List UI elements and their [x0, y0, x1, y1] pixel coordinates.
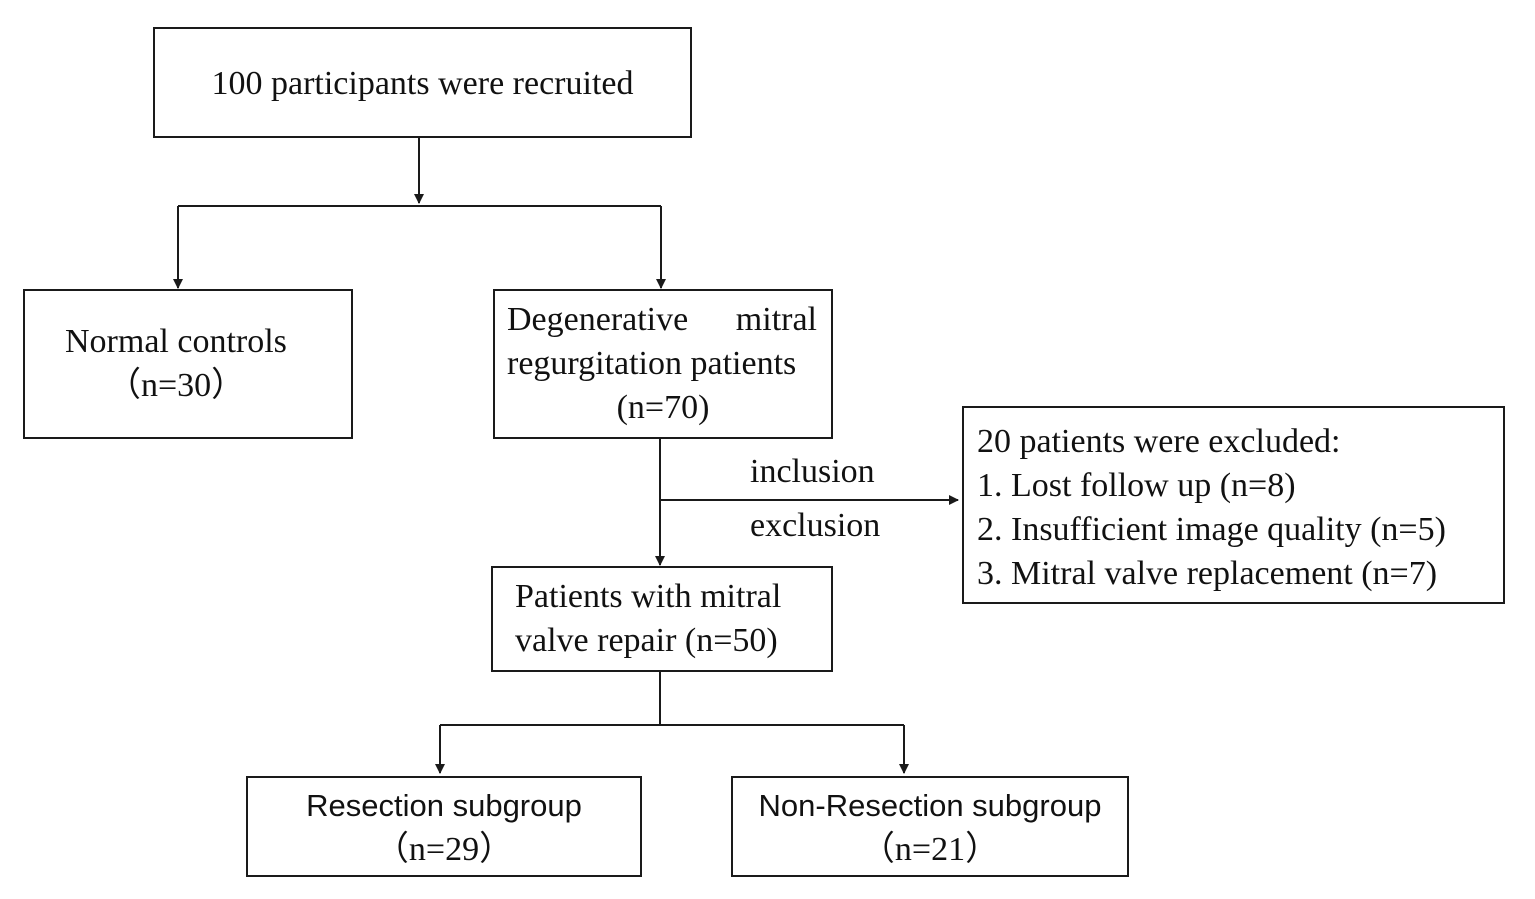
normal-controls-box: Normal controls （n=30）	[23, 289, 353, 439]
normal-controls-count: （n=30）	[107, 367, 246, 404]
recruited-text: 100 participants were recruited	[211, 65, 634, 102]
dmr-label-line2: regurgitation patients	[507, 345, 797, 382]
recruited-box: 100 participants were recruited	[153, 27, 692, 138]
normal-controls-label: Normal controls	[65, 323, 287, 360]
excluded-box: 20 patients were excluded: 1. Lost follo…	[962, 406, 1505, 604]
mitral-repair-line1: Patients with mitral	[515, 578, 782, 615]
excluded-item-2: 2. Insufficient image quality (n=5)	[977, 511, 1446, 548]
dmr-label-word-mitral: mitral	[735, 301, 817, 338]
resection-subgroup-label: Resection subgroup	[306, 788, 582, 823]
inclusion-label: inclusion	[750, 453, 875, 490]
mitral-repair-line2: valve repair (n=50)	[515, 622, 778, 659]
exclusion-label: exclusion	[750, 507, 881, 544]
resection-subgroup-count: （n=29）	[374, 831, 514, 868]
mitral-repair-box: Patients with mitral valve repair (n=50)	[491, 566, 833, 672]
excluded-item-3: 3. Mitral valve replacement (n=7)	[977, 555, 1438, 592]
nonresection-subgroup-count: （n=21）	[860, 831, 1000, 868]
dmr-count: (n=70)	[616, 389, 710, 426]
dmr-label-word-degenerative: Degenerative	[507, 301, 689, 338]
excluded-heading: 20 patients were excluded:	[977, 423, 1341, 460]
dmr-patients-box: Degenerative mitral regurgitation patien…	[493, 289, 833, 439]
nonresection-subgroup-label: Non-Resection subgroup	[758, 788, 1102, 823]
excluded-item-1: 1. Lost follow up (n=8)	[977, 467, 1296, 504]
nonresection-subgroup-box: Non-Resection subgroup （n=21）	[731, 776, 1129, 877]
resection-subgroup-box: Resection subgroup （n=29）	[246, 776, 642, 877]
